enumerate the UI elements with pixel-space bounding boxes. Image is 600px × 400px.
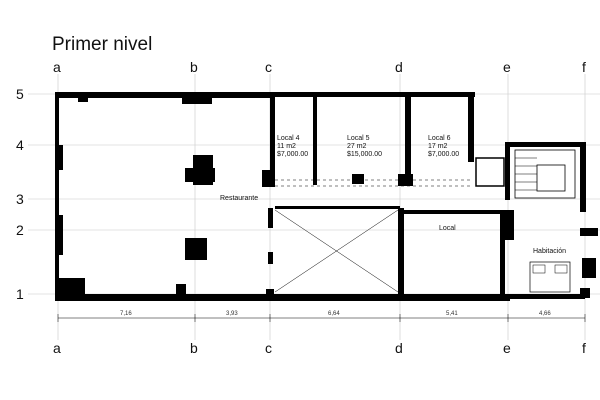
- column-label-b-bottom: b: [190, 340, 198, 356]
- column-labels-top: a b c d e f: [53, 59, 586, 75]
- column-label-f-bottom: f: [582, 340, 586, 356]
- local-4-price: $7,000.00: [277, 151, 308, 158]
- local-4-name: Local 4: [277, 135, 300, 142]
- room-local-6: Local 6 17 m2 $7,000.00: [428, 135, 459, 158]
- plan-title: Primer nivel: [52, 34, 152, 55]
- local-5-area: 27 m2: [347, 143, 367, 150]
- dimension-e-f: 4,66: [539, 311, 551, 317]
- room-restaurante-label: Restaurante: [220, 195, 258, 202]
- bed-icon: [529, 261, 571, 293]
- local-5-name: Local 5: [347, 135, 370, 142]
- local-6-price: $7,000.00: [428, 151, 459, 158]
- locals-frontage: [275, 179, 470, 187]
- column-labels-bottom: a b c d e f: [53, 340, 586, 356]
- column-label-a-bottom: a: [53, 340, 61, 356]
- walls: [55, 92, 598, 301]
- row-label-3: 3: [16, 191, 24, 207]
- column-label-e: e: [503, 59, 511, 75]
- dimension-c-d: 6,64: [328, 311, 340, 317]
- void-cross: [274, 209, 399, 293]
- column-label-b: b: [190, 59, 198, 75]
- dimension-d-e: 5,41: [446, 311, 458, 317]
- column-label-e-bottom: e: [503, 340, 511, 356]
- local-6-area: 17 m2: [428, 143, 448, 150]
- staircase: [514, 149, 576, 199]
- column-label-d-bottom: d: [395, 340, 403, 356]
- local-4-area: 11 m2: [277, 143, 296, 150]
- row-label-1: 1: [16, 286, 24, 302]
- room-habitacion-label: Habitación: [533, 248, 566, 255]
- column-label-d: d: [395, 59, 403, 75]
- row-label-5: 5: [16, 86, 24, 102]
- room-local-4: Local 4 11 m2 $7,000.00: [277, 135, 308, 158]
- column-label-a: a: [53, 59, 61, 75]
- room-local-5: Local 5 27 m2 $15,000.00: [347, 135, 382, 158]
- row-label-2: 2: [16, 222, 24, 238]
- dimension-line: 7,16 3,93 6,64 5,41 4,66: [57, 311, 586, 322]
- column-label-f: f: [582, 59, 586, 75]
- column-label-c: c: [265, 59, 272, 75]
- room-local-label: Local: [439, 225, 456, 232]
- dimension-b-c: 3,93: [226, 311, 238, 317]
- dimension-a-b: 7,16: [120, 311, 132, 317]
- row-labels: 5 4 3 2 1: [16, 86, 24, 302]
- row-label-4: 4: [16, 137, 24, 153]
- local-5-price: $15,000.00: [347, 151, 382, 158]
- column-label-c-bottom: c: [265, 340, 272, 356]
- local-6-name: Local 6: [428, 135, 451, 142]
